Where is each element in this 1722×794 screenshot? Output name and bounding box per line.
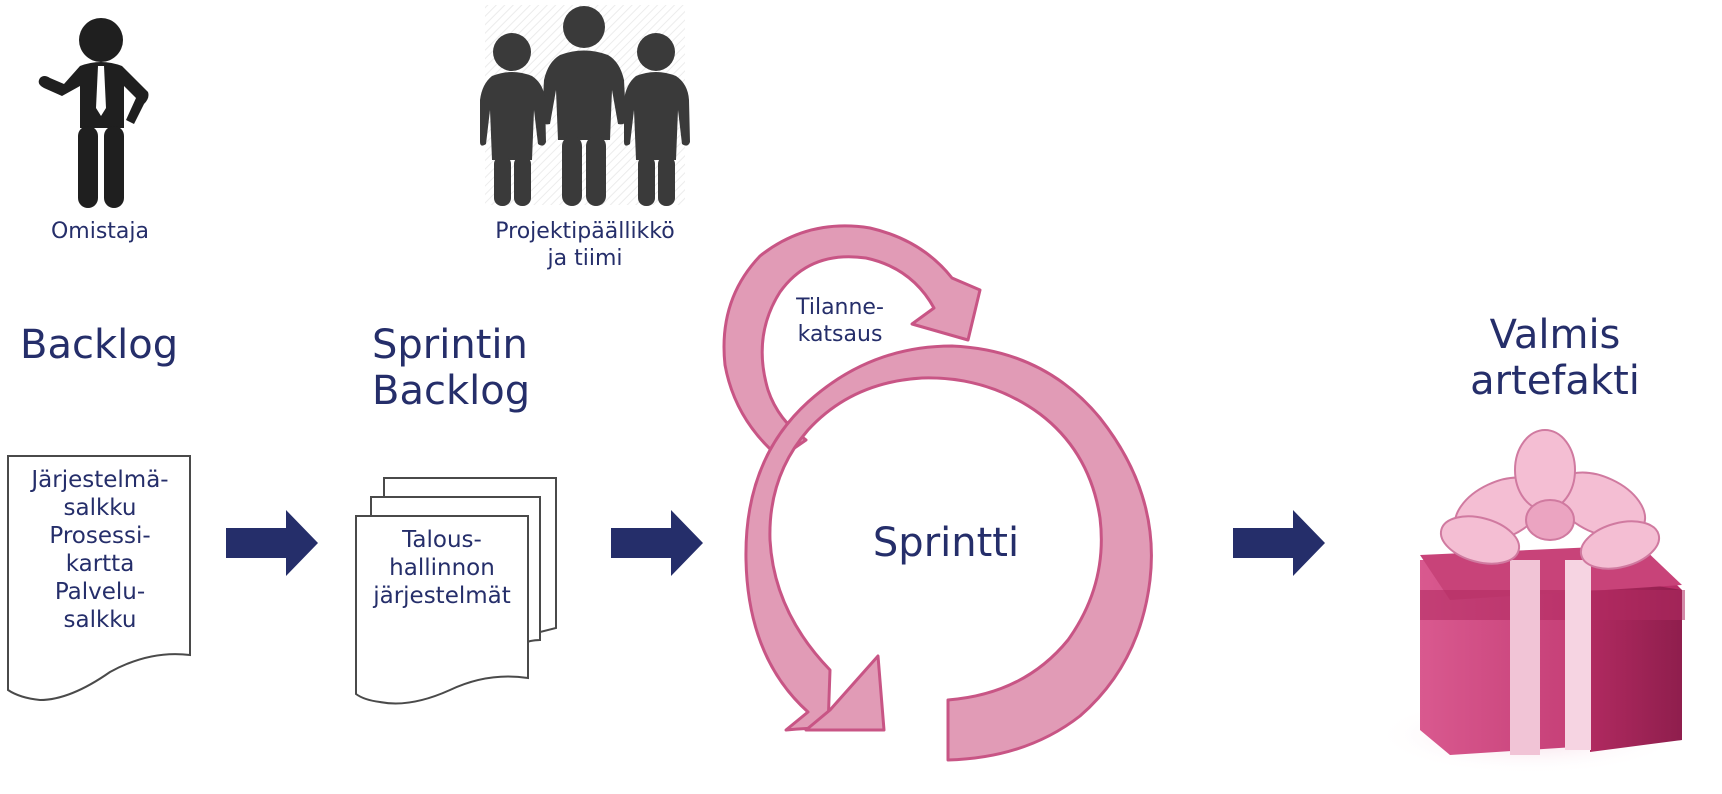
team-people-icon [480,5,690,206]
sprint-backlog-title-line2: Backlog [372,368,531,414]
sprint-backlog-item: järjestelmät [373,583,511,609]
sprint-backlog-items: Talous- hallinnon järjestelmät [356,526,528,610]
owner-person-icon [38,18,149,208]
owner-label: Omistaja [50,219,150,244]
review-label-line2: katsaus [797,322,883,347]
team-label: Projektipäällikkö ja tiimi [460,218,710,272]
backlog-item: salkku [63,495,137,521]
backlog-document-shape [7,455,191,702]
review-cycle-arrow [722,224,982,460]
sprint-cycle-arrow [744,344,1153,762]
review-label: Tilanne- katsaus [780,294,900,348]
backlog-item: Palvelu- [54,579,146,605]
review-label-line1: Tilanne- [796,295,884,320]
flow-arrow-1 [226,510,318,576]
sprint-label: Sprintti [872,520,1020,566]
result-title-line2: artefakti [1470,358,1640,404]
result-title-line1: Valmis [1489,312,1621,358]
backlog-item: Prosessi- [49,523,151,549]
sprint-backlog-title: Sprintin Backlog [372,322,530,414]
sprint-backlog-item: Talous- [402,527,482,553]
backlog-item: kartta [65,551,135,577]
result-title: Valmis artefakti [1460,312,1650,404]
backlog-items: Järjestelmä- salkku Prosessi- kartta Pal… [10,466,190,634]
team-label-line2: ja tiimi [547,246,623,271]
backlog-title: Backlog [20,322,179,368]
backlog-item: Järjestelmä- [31,467,169,493]
flow-arrow-3 [1233,510,1325,576]
sprint-backlog-item: hallinnon [389,555,495,581]
gift-icon [1375,429,1685,775]
flow-arrow-2 [611,510,703,576]
sprint-backlog-title-line1: Sprintin [372,322,528,368]
backlog-item: salkku [63,607,137,633]
team-label-line1: Projektipäällikkö [495,219,675,244]
sprint-backlog-documents [355,477,557,705]
